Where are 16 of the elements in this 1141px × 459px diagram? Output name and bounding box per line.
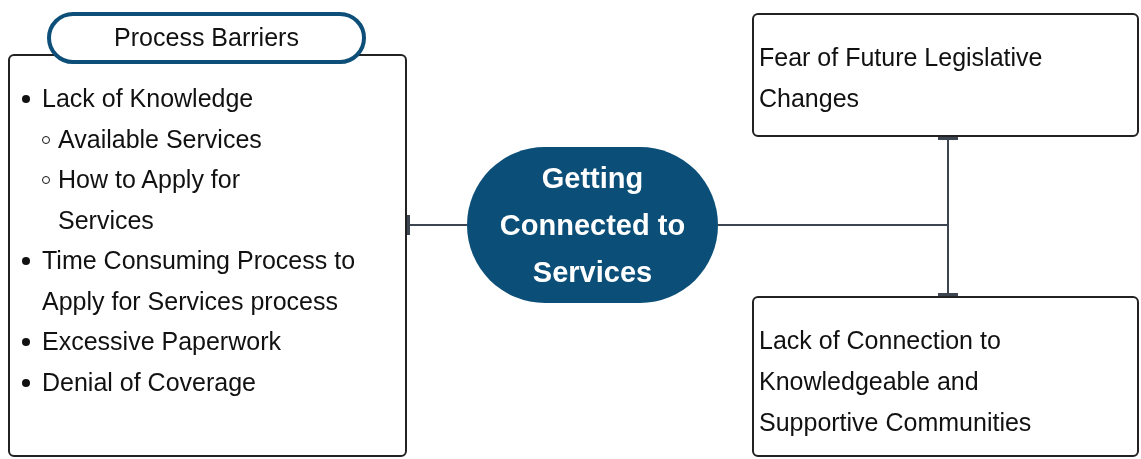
heading-text: Process Barriers xyxy=(114,22,299,54)
list-item: Available Services xyxy=(58,123,262,155)
central-topic-text: Getting Connected to Services xyxy=(498,160,687,290)
topic-box xyxy=(752,13,1139,137)
list-item: Denial of Coverage xyxy=(42,366,256,398)
heading-pill xyxy=(47,12,366,64)
list-item: Lack of Knowledge xyxy=(42,83,254,114)
list-item: Time Consuming Process to Apply for Services process xyxy=(42,245,357,317)
list-item: How to Apply for Services xyxy=(58,164,242,236)
list-item: Excessive Paperwork xyxy=(42,326,281,357)
list-box xyxy=(8,54,407,457)
connector-line xyxy=(717,224,958,297)
topic-text: Lack of Connection to Knowledgeable and Supportive Communities xyxy=(758,325,1033,438)
topic-text: Fear of Future Legislative Changes xyxy=(758,42,1044,114)
connector-line xyxy=(406,215,468,235)
topic-box xyxy=(752,296,1139,457)
